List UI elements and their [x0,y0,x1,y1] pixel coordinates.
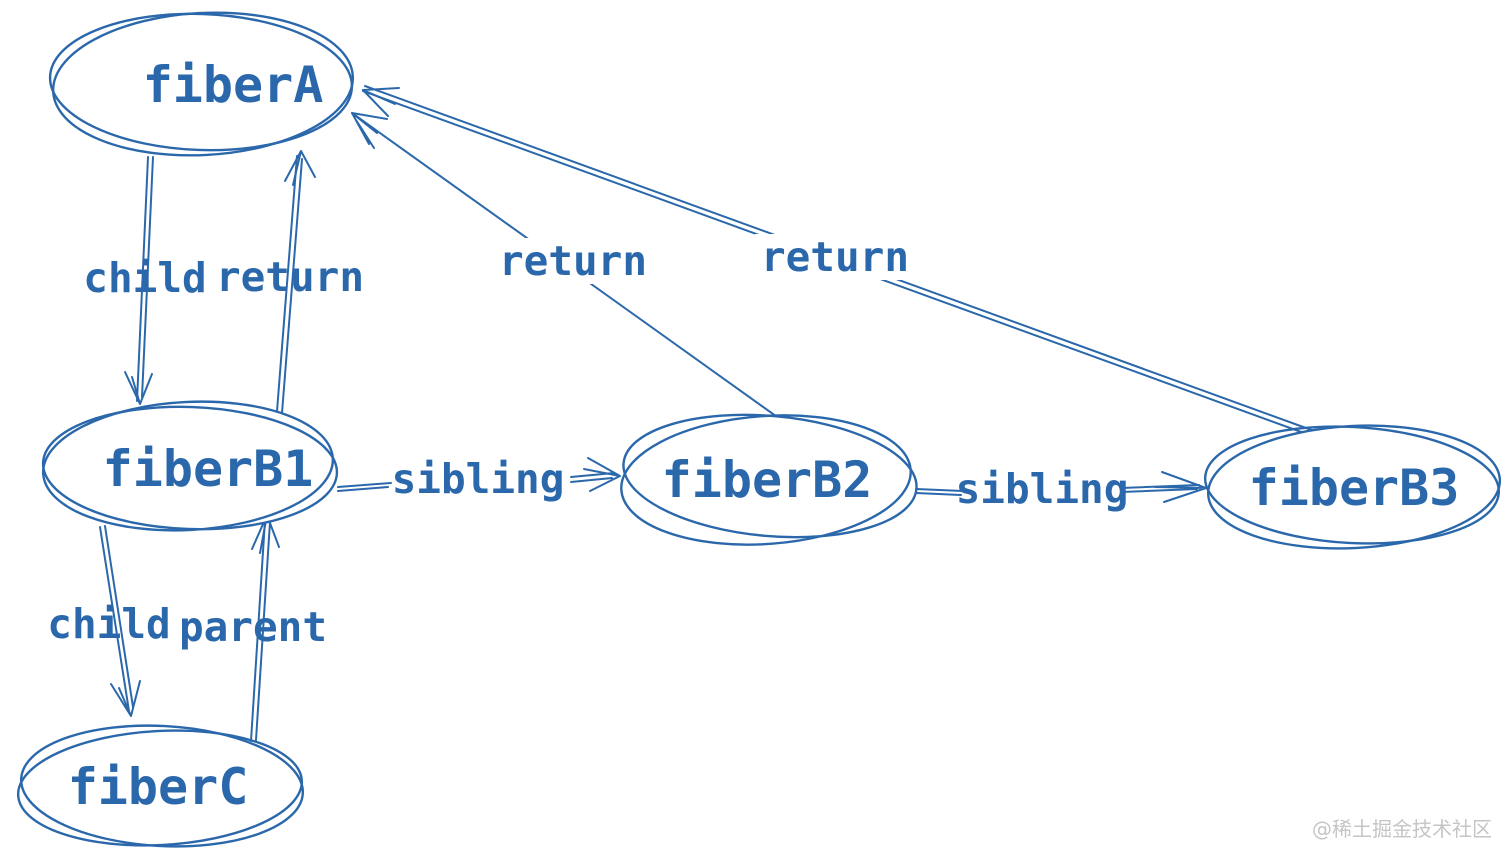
arrowhead-upleft-icon [362,87,400,117]
edge-line [99,526,130,712]
node-fiberB1-label: fiberB1 [103,440,314,498]
node-fiberB2-label: fiberB2 [662,451,873,509]
label-knockout [485,238,663,284]
edge-sibling-fiberB1-fiberB2 [337,457,621,492]
node-fiberA-label: fiberA [143,56,324,114]
edge-line [136,156,149,402]
edge-child-fiberA-fiberB1 [124,156,154,405]
edge-label-parent: parent [179,603,327,651]
node-fiberA-outline [48,12,354,152]
edge-line [276,155,298,412]
arrowhead-upleft-icon [351,112,388,149]
edge-line [915,492,962,496]
edge-label-return-mid: return [499,237,647,285]
edge-sibling-fiberB2-fiberB3 [915,471,1207,503]
node-fiberB3 [1203,424,1502,550]
arrowhead-right-icon [583,457,621,492]
arrowhead-up-icon [284,150,316,186]
edge-label-child-top: child [83,254,206,302]
node-fiberA [48,11,355,157]
watermark: @稀土掘金技术社区 [1312,817,1492,841]
edge-child-fiberB1-fiberC [99,525,141,717]
edge-line [255,521,271,741]
node-fiberB1 [41,400,339,532]
label-knockout [755,234,917,280]
node-fiberC-label: fiberC [68,758,249,816]
edge-line [250,519,266,742]
node-fiberC [16,724,305,848]
edge-parent-fiberC-fiberB1 [250,514,280,742]
edge-line [570,477,613,483]
node-outlines [16,11,1502,848]
edge-label-sibling-left: sibling [392,455,565,503]
edge-line [281,158,303,414]
arrowhead-down-icon [110,680,141,717]
edge-label-return-right: return [761,233,909,281]
edge-return-fiberB1-fiberA [276,150,316,414]
node-fiberB3-label: fiberB3 [1249,459,1460,517]
node-fiberB3-outline [1203,425,1501,545]
edge-line [104,525,134,708]
edge-label-return-top: return [216,253,364,301]
edge-label-sibling-right: sibling [956,465,1129,513]
node-fiberB1-outline [41,400,335,532]
edge-line [1120,488,1198,493]
label-knockouts [485,234,917,284]
arrowhead-right-icon [1154,471,1207,503]
node-fiberB2-outline [622,413,918,539]
diagram-labels: fiberA fiberB1 fiberB2 fiberB3 fiberC ch… [47,56,1459,816]
edge-line [141,156,154,398]
node-fiberB2 [620,413,918,546]
edge-line [337,482,392,488]
edge-line [337,486,389,492]
node-fiberC-outline [16,729,304,847]
edge-line [915,488,964,492]
edge-label-child-bottom: child [47,600,170,648]
arrowhead-down-icon [124,371,153,405]
